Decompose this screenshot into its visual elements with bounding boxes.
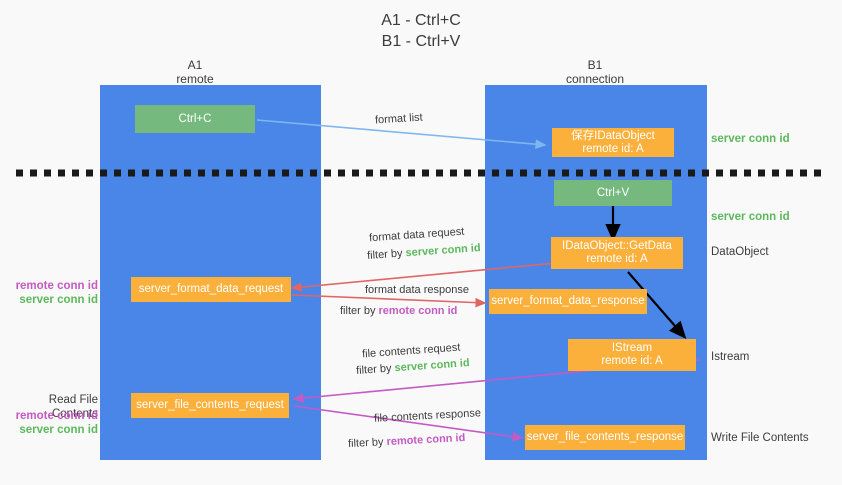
annotation-file-contents-response-filter: filter by remote conn id (348, 431, 466, 451)
annotation-filter-value-remote-conn-id-1: remote conn id (378, 305, 458, 317)
column-a1-name: A1 (187, 58, 203, 72)
annotation-format-data-response: format data response (365, 284, 469, 296)
box-server-file-contents-request-label: server_file_contents_request (136, 399, 284, 411)
box-server-file-contents-request[interactable]: server_file_contents_request (131, 393, 289, 418)
box-idataobject-getdata-line1: IDataObject::GetData (562, 240, 672, 252)
annotation-filter-prefix-2: filter by (340, 305, 379, 317)
box-server-format-data-response-label: server_format_data_response (491, 295, 645, 307)
box-save-idataobject-line1: 保存IDataObject (571, 129, 655, 142)
annotation-filter-prefix-3: filter by (355, 362, 395, 377)
left-label-server-conn-id-1: server conn id (19, 294, 98, 306)
box-server-format-data-response[interactable]: server_format_data_response (489, 289, 647, 314)
box-server-format-data-request-label: server_format_data_request (138, 283, 284, 295)
box-server-file-contents-response[interactable]: server_file_contents_response (525, 425, 685, 450)
title-line-1: A1 - Ctrl+C (381, 12, 461, 29)
box-server-format-data-request[interactable]: server_format_data_request (131, 277, 291, 302)
annotation-filter-prefix-1: filter by (366, 247, 406, 262)
left-label-remote-conn-id-1: remote conn id (15, 280, 98, 292)
left-label-server-conn-id-2: server conn id (19, 424, 98, 436)
box-istream-line1: IStream (611, 342, 653, 354)
title-line-2: B1 - Ctrl+V (381, 33, 461, 50)
box-istream[interactable]: IStream remote id: A (568, 339, 696, 371)
box-istream-line2: remote id: A (601, 355, 663, 367)
annotation-filter-prefix-4: filter by (347, 436, 387, 451)
box-idataobject-getdata[interactable]: IDataObject::GetData remote id: A (551, 237, 683, 269)
annotation-file-contents-response: file contents response (373, 407, 482, 425)
box-ctrl-v[interactable]: Ctrl+V (554, 180, 672, 206)
box-ctrl-v-label: Ctrl+V (596, 186, 630, 199)
annotation-format-data-request-filter: filter by server conn id (367, 241, 481, 263)
box-idataobject-getdata-line2: remote id: A (586, 253, 648, 265)
annotation-filter-value-server-conn-id-2: server conn id (394, 357, 470, 375)
column-b1-sub: connection (565, 72, 625, 86)
column-header-a1: A1 remote (125, 58, 265, 86)
right-label-server-conn-id-1: server conn id (711, 133, 790, 145)
left-label-group-format: remote conn id server conn id (10, 279, 98, 307)
annotation-filter-value-server-conn-id-1: server conn id (405, 242, 481, 260)
column-header-b1: B1 connection (525, 58, 665, 86)
left-label-group-file: remote conn id server conn id (10, 409, 98, 437)
right-label-dataobject: DataObject (711, 246, 769, 258)
box-save-idataobject[interactable]: 保存IDataObject remote id: A (552, 128, 674, 157)
annotation-format-list: format list (374, 111, 424, 127)
box-ctrl-c[interactable]: Ctrl+C (135, 105, 255, 133)
page-title: A1 - Ctrl+C B1 - Ctrl+V (0, 10, 842, 52)
column-b1-name: B1 (587, 58, 603, 72)
right-label-server-conn-id-2: server conn id (711, 211, 790, 223)
box-save-idataobject-line2: remote id: A (582, 142, 644, 155)
box-ctrl-c-label: Ctrl+C (178, 112, 212, 125)
annotation-filter-value-remote-conn-id-2: remote conn id (386, 431, 466, 449)
left-label-read-file-contents: Read File Contents (48, 394, 98, 420)
right-label-write-file-contents: Write File Contents (711, 432, 809, 444)
left-label-remote-conn-id-2: remote conn id (15, 410, 98, 422)
right-label-istream: Istream (711, 351, 750, 363)
annotation-format-data-response-filter: filter by remote conn id (340, 304, 457, 318)
box-server-file-contents-response-label: server_file_contents_response (526, 431, 684, 443)
column-a1-sub: remote (176, 72, 214, 86)
